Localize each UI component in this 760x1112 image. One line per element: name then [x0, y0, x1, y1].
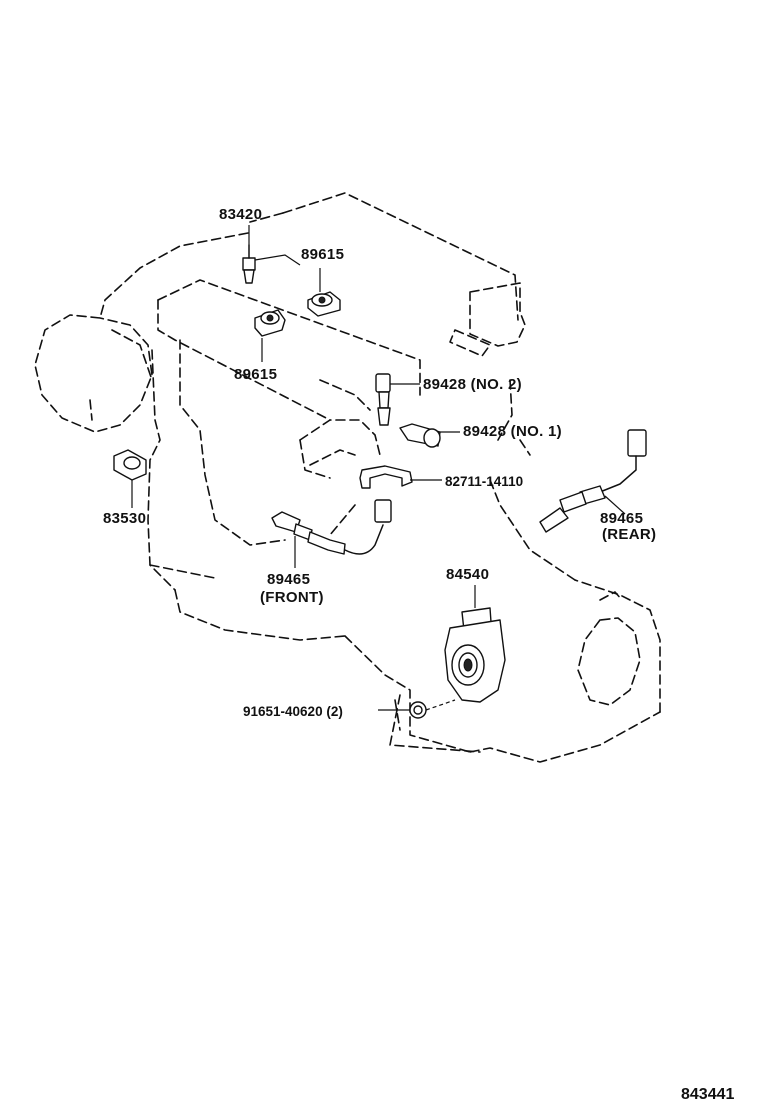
diagram-id: 843441 — [681, 1086, 734, 1103]
label-89465-front-number: 89465 — [267, 571, 310, 588]
oxygen-sensor-89465-front — [271, 499, 392, 555]
label-83420: 83420 — [219, 206, 262, 223]
temperature-sensor-89615-lower — [254, 309, 286, 337]
label-91651: 91651-40620 (2) — [243, 704, 343, 719]
label-83530: 83530 — [103, 510, 146, 527]
label-89465-front-position: (FRONT) — [260, 589, 324, 606]
leader-lines — [131, 225, 626, 711]
label-89465-rear-number: 89465 — [600, 510, 643, 527]
oxygen-sensor-89465-rear — [539, 429, 647, 533]
label-89428-no1: 89428 (NO. 1) — [463, 423, 562, 440]
label-89465-rear-position: (REAR) — [602, 526, 656, 543]
switch-83530 — [113, 449, 147, 481]
cam-position-sensor-89428-no2 — [375, 373, 391, 426]
label-89615-bottom: 89615 — [234, 366, 277, 383]
wire-clamp-82711 — [359, 465, 413, 489]
oil-pressure-switch-83420 — [242, 244, 256, 284]
engine-outline — [34, 192, 661, 763]
label-82711: 82711-14110 — [445, 474, 523, 489]
bolt-91651 — [409, 701, 427, 719]
label-89615-top: 89615 — [301, 246, 344, 263]
label-84540: 84540 — [446, 566, 489, 583]
neutral-start-switch-84540 — [444, 607, 506, 703]
label-89428-no2: 89428 (NO. 2) — [423, 376, 522, 393]
crank-position-sensor-89428-no1 — [399, 423, 441, 448]
temperature-sensor-89615-upper — [307, 291, 341, 317]
